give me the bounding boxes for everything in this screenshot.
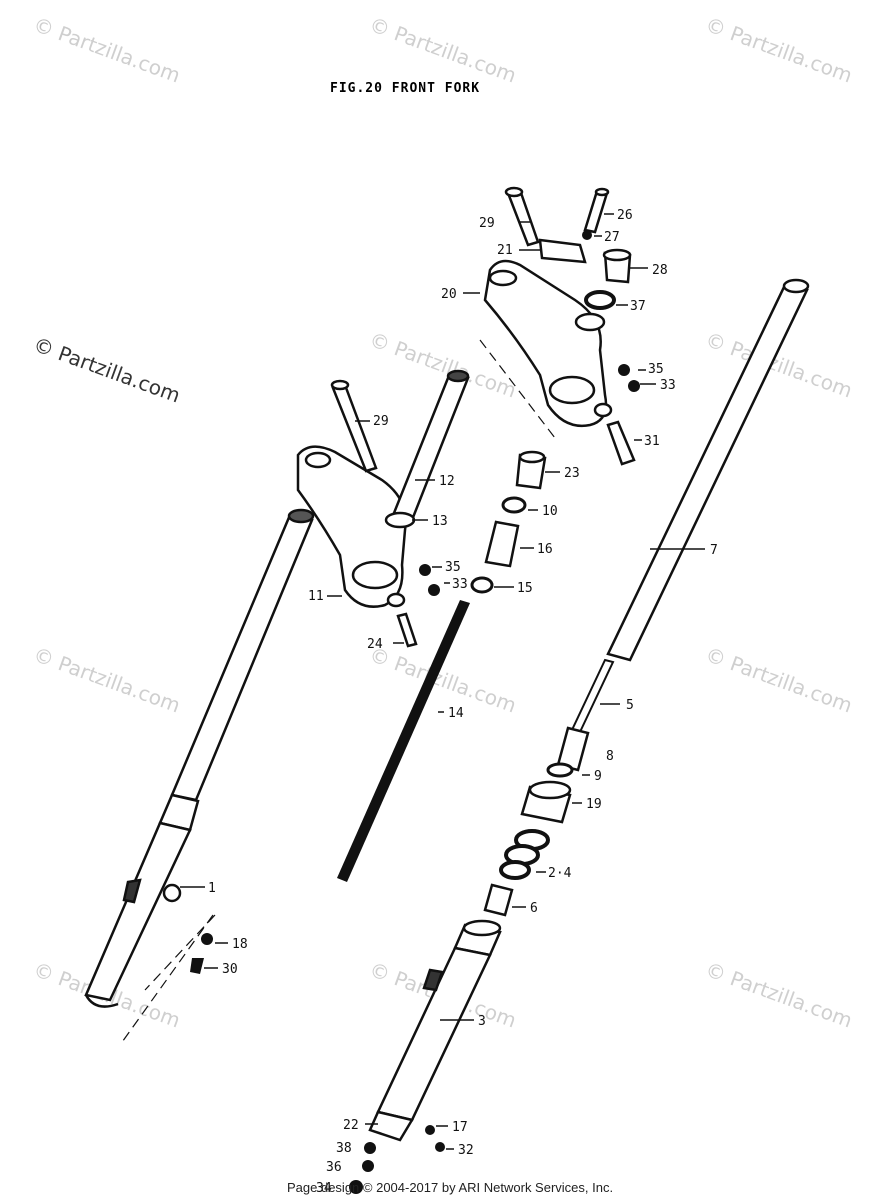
- label-35: 35: [648, 362, 664, 377]
- rod-14: [337, 600, 470, 882]
- spacer-16: [484, 520, 520, 568]
- nut-23: [515, 450, 547, 490]
- fork-tube-7: [606, 278, 810, 662]
- label-30: 30: [222, 962, 238, 977]
- label-10: 10: [542, 504, 558, 519]
- ring-10: [501, 496, 527, 514]
- part-19: [520, 780, 572, 824]
- label-12: 12: [439, 474, 455, 489]
- alignment-lines: [119, 339, 556, 1046]
- label-27: 27: [604, 230, 620, 245]
- label-5: 5: [626, 698, 634, 713]
- copyright-footer: Page design © 2004-2017 by ARI Network S…: [287, 1180, 613, 1195]
- label-8: 8: [606, 749, 614, 764]
- part-17: [425, 1125, 435, 1135]
- bolt-31: [606, 420, 636, 466]
- washer-35-lower: [419, 564, 431, 576]
- label-26: 26: [617, 208, 633, 223]
- part-labels: 26 29 27 21 28 20 37 35 33 31 29 23 12 1…: [208, 208, 718, 1196]
- label-32: 32: [458, 1143, 474, 1158]
- cap-28: [602, 248, 632, 284]
- part-6: [483, 883, 514, 917]
- bolt-30: [190, 958, 204, 974]
- label-34: 34: [316, 1181, 332, 1196]
- lower-bracket: [296, 445, 407, 608]
- label-7: 7: [710, 543, 718, 558]
- label-2-4: 2·4: [548, 866, 572, 881]
- nut-33-lower: [428, 584, 440, 596]
- watermark: © Partzilla.com: [702, 12, 855, 87]
- bolt-32: [435, 1142, 445, 1152]
- bolt-24: [396, 612, 418, 648]
- washer-35-upper: [618, 364, 630, 376]
- label-29: 29: [373, 414, 389, 429]
- watermark: © Partzilla.com: [702, 957, 855, 1032]
- label-13: 13: [432, 514, 448, 529]
- watermark: © Partzilla.com: [30, 332, 183, 407]
- label-21: 21: [497, 243, 513, 258]
- leader-lines: [180, 213, 705, 1150]
- label-33: 33: [452, 577, 468, 592]
- label-22: 22: [343, 1118, 359, 1133]
- label-11: 11: [308, 589, 324, 604]
- bolt-26: [583, 187, 610, 234]
- label-16: 16: [537, 542, 553, 557]
- label-35: 35: [445, 560, 461, 575]
- left-fork-assembly: [84, 508, 315, 1008]
- watermark: © Partzilla.com: [30, 12, 183, 87]
- label-29: 29: [479, 216, 495, 231]
- clamp-21: [538, 238, 587, 264]
- rings-2-4: [499, 829, 550, 880]
- label-17: 17: [452, 1120, 468, 1135]
- label-9: 9: [594, 769, 602, 784]
- figure-title: FIG.20 FRONT FORK: [330, 81, 480, 96]
- bolt-29-upper: [504, 186, 540, 247]
- label-28: 28: [652, 263, 668, 278]
- watermark: © Partzilla.com: [30, 642, 183, 717]
- steering-stem: [384, 369, 470, 529]
- label-18: 18: [232, 937, 248, 952]
- part-9: [546, 762, 574, 778]
- washer-18: [201, 933, 213, 945]
- part-8: [556, 726, 590, 772]
- label-19: 19: [586, 797, 602, 812]
- label-38: 38: [336, 1141, 352, 1156]
- top-bracket: [483, 259, 613, 428]
- label-23: 23: [564, 466, 580, 481]
- label-36: 36: [326, 1160, 342, 1175]
- label-24: 24: [367, 637, 383, 652]
- lower-leg-3: [368, 919, 502, 1142]
- ring-37: [584, 290, 616, 310]
- bolt-29-lower: [330, 379, 378, 473]
- part-36: [362, 1160, 374, 1172]
- label-37: 37: [630, 299, 646, 314]
- washer-27: [582, 230, 592, 240]
- watermark: © Partzilla.com: [366, 12, 519, 87]
- part-38: [364, 1142, 376, 1154]
- label-33: 33: [660, 378, 676, 393]
- washer-15: [470, 576, 494, 594]
- damper-rod-5: [570, 658, 615, 734]
- label-15: 15: [517, 581, 533, 596]
- label-3: 3: [478, 1014, 486, 1029]
- label-6: 6: [530, 901, 538, 916]
- label-1: 1: [208, 881, 216, 896]
- part-34: [349, 1180, 363, 1194]
- label-20: 20: [441, 287, 457, 302]
- label-14: 14: [448, 706, 464, 721]
- label-31: 31: [644, 434, 660, 449]
- watermark: © Partzilla.com: [702, 642, 855, 717]
- nut-33-upper: [628, 380, 640, 392]
